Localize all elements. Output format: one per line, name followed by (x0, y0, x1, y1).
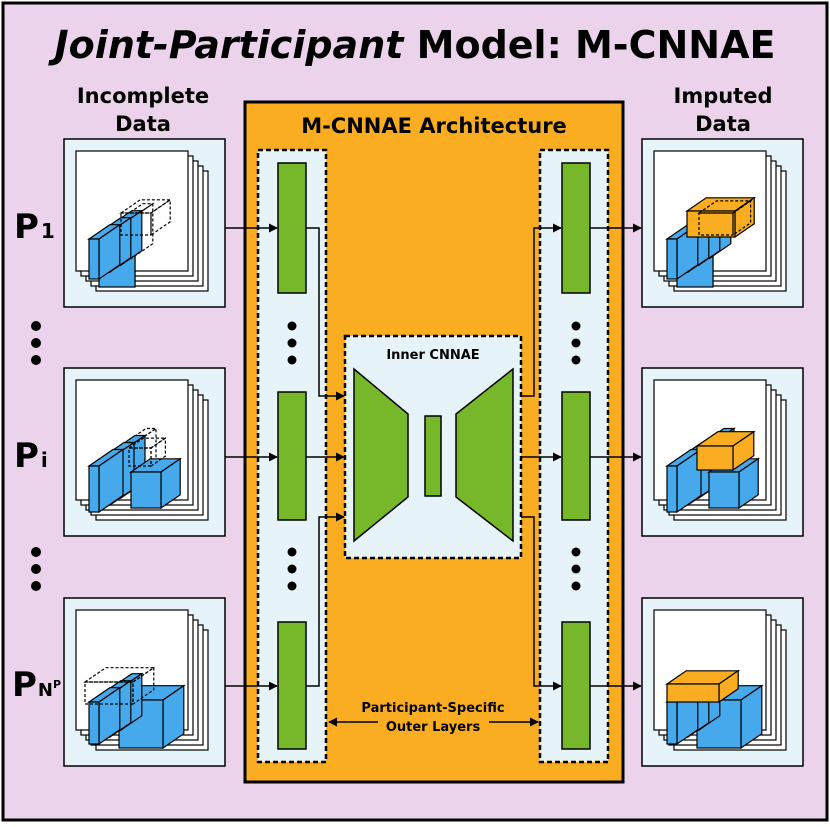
output-layer-np (561, 621, 591, 750)
data-panels (63, 138, 804, 767)
architecture-title: M-CNNAE Architecture (301, 114, 567, 138)
output-layer-i (561, 391, 591, 521)
output-arrows (590, 223, 642, 691)
input-layers (277, 162, 307, 750)
block-icon (87, 427, 183, 514)
layer-ellipsis (287, 321, 581, 591)
input-layer-np (277, 621, 307, 750)
participant-label-np: PNP (12, 665, 61, 705)
input-layer-1 (277, 162, 307, 294)
inner-cnnae-label: Inner CNNAE (386, 348, 479, 363)
imputed-data-panel-2 (641, 367, 804, 537)
block-icon (83, 666, 186, 750)
block-icon (665, 196, 757, 288)
input-layer-i (277, 391, 307, 521)
block-icon (665, 427, 761, 514)
outer-layers-label-line2: Outer Layers (386, 720, 481, 735)
incomplete-data-panel-2 (63, 367, 226, 537)
output-layers (561, 162, 591, 750)
bottleneck-layer (424, 415, 442, 497)
imputed-header-line2: Data (695, 112, 751, 136)
incomplete-header-line2: Data (115, 112, 171, 136)
outer-layers-label-line1: Participant-Specific (361, 701, 504, 716)
imputed-header-line1: Imputed (674, 84, 773, 108)
decoder-trapezoid (455, 367, 514, 543)
input-arrows (225, 223, 278, 691)
incomplete-header-line1: Incomplete (77, 84, 209, 108)
block-icon (665, 669, 764, 750)
imputed-data-panel-1 (641, 138, 804, 308)
main-title: Joint-Participant Model: M-CNNAE (48, 23, 776, 67)
participant-ellipsis (31, 321, 41, 591)
incomplete-data-panel-1 (63, 138, 226, 308)
inner-to-output-connectors (521, 223, 562, 691)
incomplete-data-panel-3 (63, 597, 226, 767)
output-layer-1 (561, 162, 591, 294)
block-icon (87, 198, 173, 288)
input-to-inner-connectors (306, 227, 345, 687)
encoder-trapezoid (353, 367, 409, 543)
imputed-data-panel-3 (641, 597, 804, 767)
